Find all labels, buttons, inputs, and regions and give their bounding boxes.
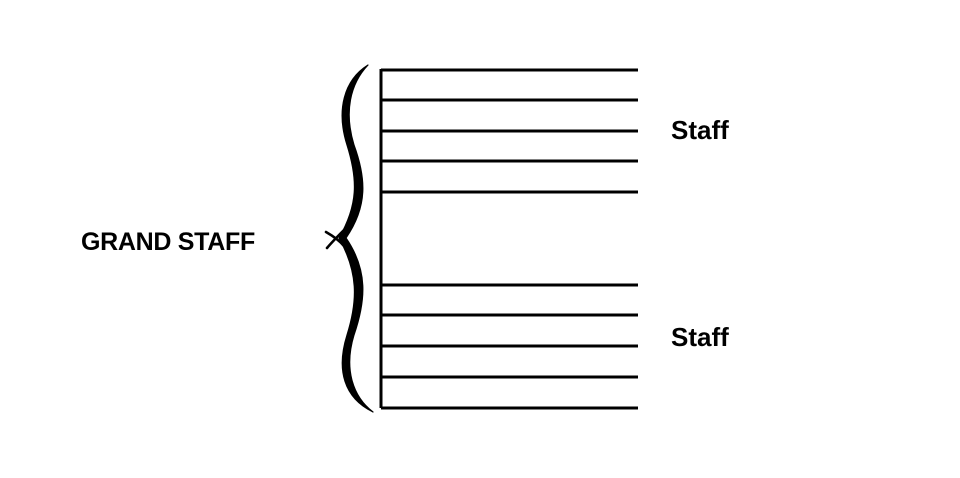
upper-staff — [381, 68, 638, 194]
brace-point-tick — [324, 228, 346, 250]
grand-staff-label: GRAND STAFF — [81, 228, 255, 256]
lower-staff — [381, 283, 638, 410]
upper-staff-label: Staff — [671, 115, 729, 145]
lower-staff-label: Staff — [671, 322, 729, 352]
grand-staff-brace — [338, 64, 374, 413]
